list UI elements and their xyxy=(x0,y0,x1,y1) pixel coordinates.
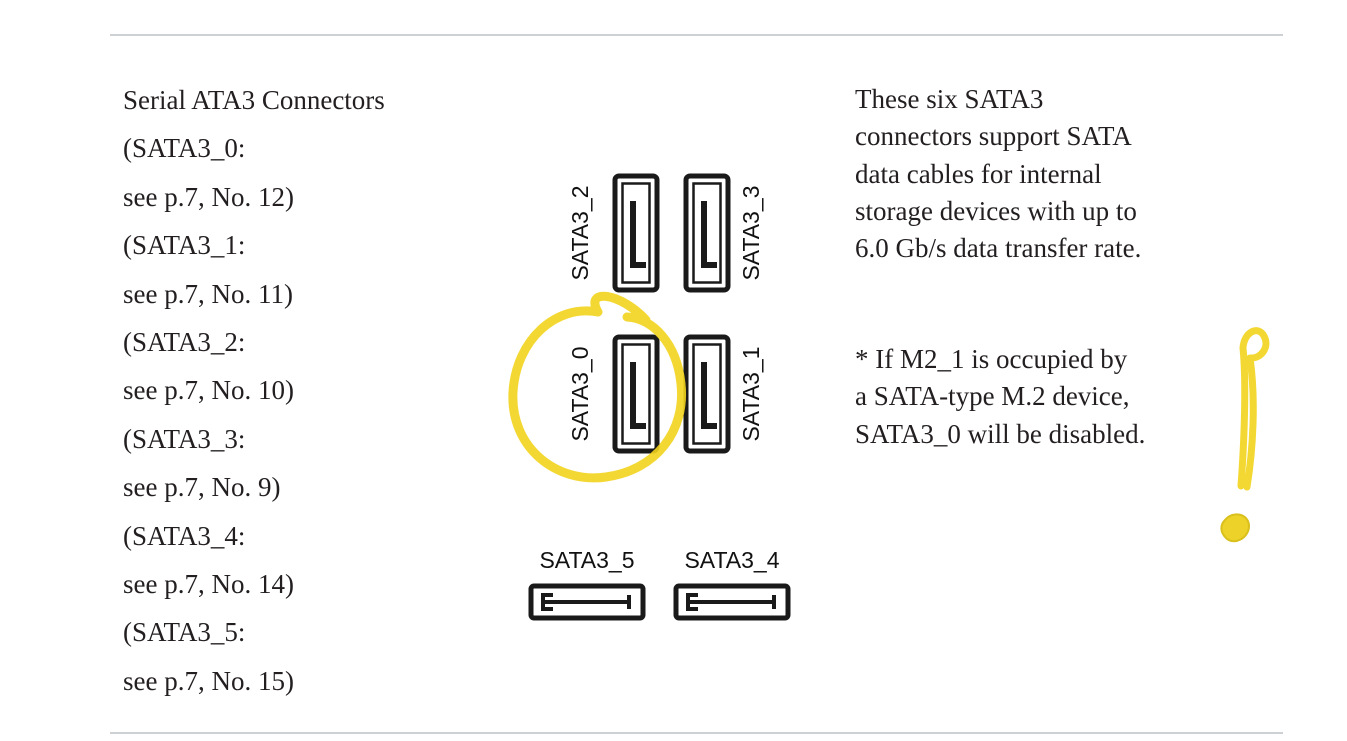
note-line: SATA3_0 will be disabled. xyxy=(855,418,1146,449)
sata3-2-connector-icon xyxy=(612,173,660,293)
label-sata3-2: SATA3_2 xyxy=(567,185,593,281)
note-line: * If M2_1 is occupied by xyxy=(855,344,1128,374)
sata3-5-connector-icon xyxy=(528,583,646,621)
bottom-rule xyxy=(110,732,1283,734)
label-sata3-0: SATA3_0 xyxy=(567,346,593,442)
label-sata3-3: SATA3_3 xyxy=(738,185,764,281)
label-sata3-1: SATA3_1 xyxy=(738,346,764,442)
section-title: Serial ATA3 Connectors xyxy=(123,85,385,115)
connector-ref-line: see p.7, No. 15) xyxy=(123,665,294,696)
sata3-1-connector-icon xyxy=(683,334,731,454)
description-line: storage devices with up to xyxy=(855,195,1137,226)
description-line: 6.0 Gb/s data transfer rate. xyxy=(855,233,1142,264)
connector-ref-line: see p.7, No. 9) xyxy=(123,472,281,503)
connector-ref-line: (SATA3_5: xyxy=(123,617,246,648)
connector-ref-line: (SATA3_0: xyxy=(123,133,246,164)
sata3-4-connector-icon xyxy=(673,583,791,621)
sata3-0-connector-icon xyxy=(612,334,660,454)
description-line: These six SATA3 xyxy=(855,84,1044,114)
connector-ref-line: (SATA3_4: xyxy=(123,520,246,551)
sata3-3-connector-icon xyxy=(683,173,731,293)
connector-ref-line: (SATA3_1: xyxy=(123,230,246,261)
left-column: Serial ATA3 Connectors (SATA3_0: see p.7… xyxy=(123,76,385,705)
description-line: data cables for internal xyxy=(855,158,1102,189)
connector-ref-line: see p.7, No. 14) xyxy=(123,569,294,600)
label-sata3-4: SATA3_4 xyxy=(684,547,780,573)
connector-ref-line: see p.7, No. 10) xyxy=(123,375,294,406)
label-sata3-5: SATA3_5 xyxy=(539,547,635,573)
description-paragraph: These six SATA3 connectors support SATA … xyxy=(855,81,1141,267)
note-line: a SATA-type M.2 device, xyxy=(855,381,1130,412)
connector-ref-line: (SATA3_2: xyxy=(123,327,246,358)
description-line: connectors support SATA xyxy=(855,121,1132,152)
connector-ref-line: see p.7, No. 12) xyxy=(123,181,294,212)
top-rule xyxy=(110,34,1283,36)
note-paragraph: * If M2_1 is occupied by a SATA-type M.2… xyxy=(855,341,1145,453)
connector-ref-line: see p.7, No. 11) xyxy=(123,278,293,309)
connector-ref-line: (SATA3_3: xyxy=(123,423,246,454)
highlighter-mark-annotation xyxy=(1220,327,1270,543)
